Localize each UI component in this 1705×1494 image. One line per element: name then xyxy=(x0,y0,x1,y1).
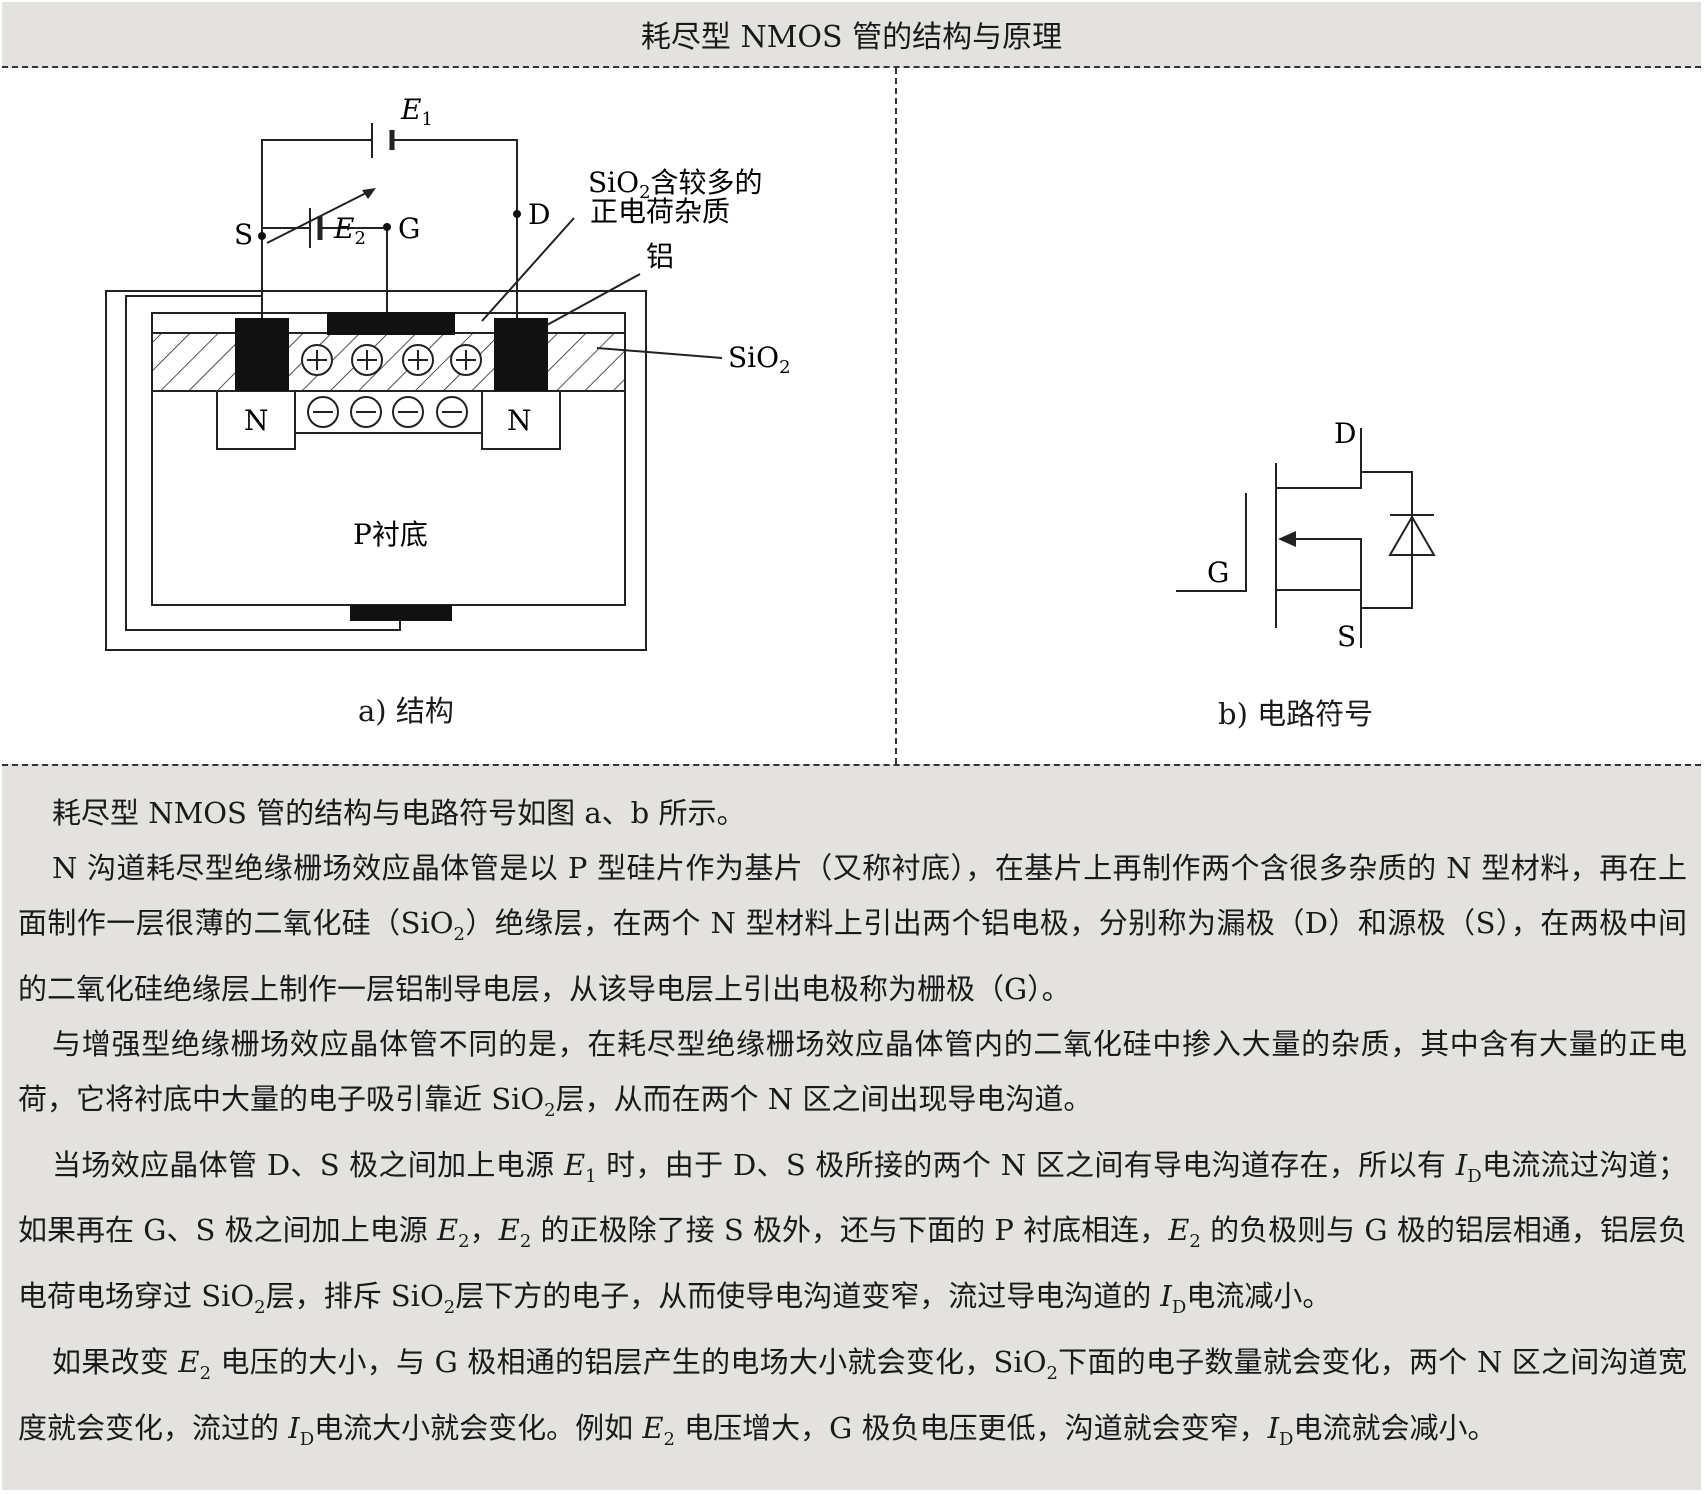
variable-arrow-head xyxy=(362,188,376,199)
label-aluminum: 铝 xyxy=(646,240,674,273)
gate-lead xyxy=(1176,493,1247,592)
caption-b: b) 电路符号 xyxy=(1218,697,1374,731)
positive-charges xyxy=(301,344,482,376)
description-text: 耗尽型 NMOS 管的结构与电路符号如图 a、b 所示。 N 沟道耗尽型绝缘栅场… xyxy=(2,764,1701,1490)
negative-charges xyxy=(307,396,468,428)
label-s: S xyxy=(234,218,253,251)
n-region-left xyxy=(216,390,296,450)
terminal-s-dot xyxy=(258,232,266,240)
label-g: G xyxy=(398,212,420,245)
circuit-symbol: D G S xyxy=(1176,417,1436,653)
n-region-right xyxy=(481,390,561,450)
gate-electrode xyxy=(327,312,455,335)
symbol-label-s: S xyxy=(1337,620,1356,653)
substrate-wire xyxy=(125,295,401,631)
label-e1: E1 xyxy=(400,93,433,130)
symbol-label-g: G xyxy=(1207,556,1229,589)
terminal-d-dot xyxy=(513,210,521,218)
substrate-electrode xyxy=(350,605,452,621)
paragraph-4: 当场效应晶体管 D、S 极之间加上电源 E1 时，由于 D、S 极所接的两个 N… xyxy=(18,1147,1687,1318)
label-e2: E2 xyxy=(333,212,366,249)
label-impurity-1: SiO2含较多的 xyxy=(588,166,763,203)
external-wires xyxy=(261,123,723,359)
label-sio2: SiO2 xyxy=(728,341,791,378)
paragraph-1: 耗尽型 NMOS 管的结构与电路符号如图 a、b 所示。 xyxy=(52,796,746,830)
label-n-right: N xyxy=(507,404,532,437)
paragraph-5: 如果改变 E2 电压的大小，与 G 极相通的铝层产生的电场大小就会变化，SiO2… xyxy=(18,1344,1688,1450)
column-divider xyxy=(895,68,897,764)
diode-wire xyxy=(1361,471,1413,609)
label-impurity-2: 正电荷杂质 xyxy=(590,195,730,228)
source-electrode xyxy=(235,318,289,391)
title-bar: 耗尽型 NMOS 管的结构与原理 xyxy=(2,2,1701,68)
page-title: 耗尽型 NMOS 管的结构与原理 xyxy=(640,20,1063,55)
caption-a: a) 结构 xyxy=(358,694,454,728)
label-n-left: N xyxy=(244,404,269,437)
diode-triangle xyxy=(1388,515,1436,556)
sio2-layer xyxy=(151,332,626,392)
diagram-area: E1 E2 S G D SiO2含较多的 正电荷杂质 铝 SiO2 N N P衬… xyxy=(2,68,1701,764)
structure-diagram: E1 E2 S G D SiO2含较多的 正电荷杂质 铝 SiO2 N N P衬… xyxy=(105,93,791,651)
drain-electrode xyxy=(494,318,548,391)
paragraph-2: N 沟道耗尽型绝缘栅场效应晶体管是以 P 型硅片作为基片（又称衬底），在基片上再… xyxy=(18,851,1688,1006)
paragraph-3: 与增强型绝缘栅场效应晶体管不同的是，在耗尽型绝缘栅场效应晶体管内的二氧化硅中掺入… xyxy=(18,1026,1687,1121)
body-arrow-icon xyxy=(1278,531,1296,547)
body-lead xyxy=(1286,538,1362,590)
symbol-label-d: D xyxy=(1334,417,1356,450)
outer-package xyxy=(105,290,647,651)
label-p-substrate: P衬底 xyxy=(353,518,428,551)
label-d: D xyxy=(528,198,550,231)
terminal-g-dot xyxy=(383,223,391,231)
drain-lead xyxy=(1276,428,1362,489)
